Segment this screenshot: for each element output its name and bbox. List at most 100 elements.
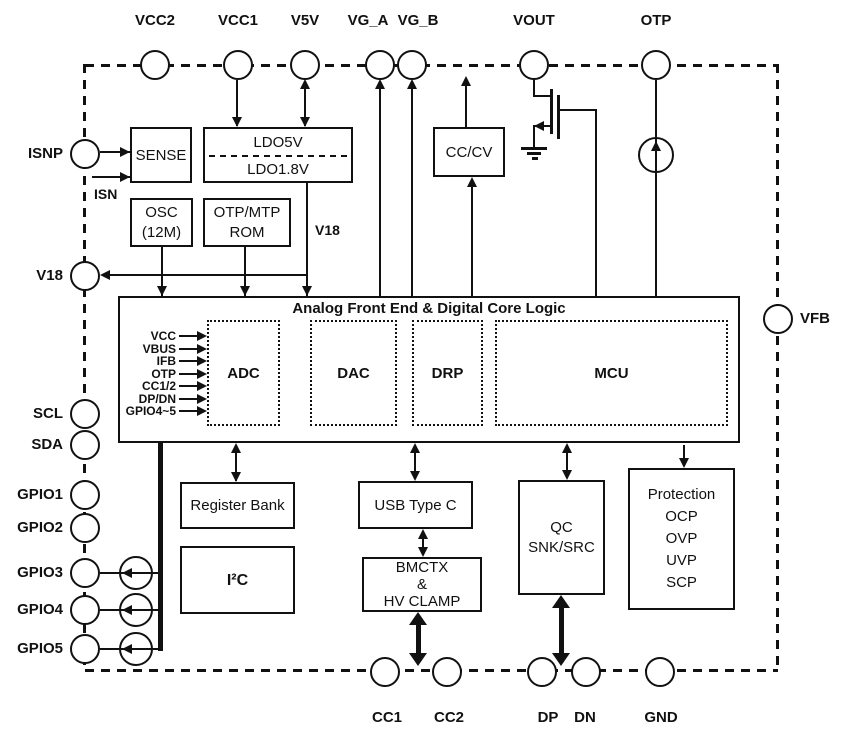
wire-core-qc — [566, 445, 568, 478]
pin-label-gpio3: GPIO3 — [17, 564, 63, 581]
osc-label-line2: (12M) — [141, 223, 182, 241]
pin-gpio4 — [70, 595, 100, 625]
wire-adc-dpdn — [179, 398, 201, 400]
arrow-qc-dp-up — [552, 595, 570, 608]
pin-gpio1 — [70, 480, 100, 510]
arrow-adc-cc12 — [197, 381, 207, 391]
protection-label: Protection — [647, 486, 716, 503]
adc-input-ifb: IFB — [156, 354, 176, 368]
cccv-block: CC/CV — [433, 127, 505, 177]
pin-label-gpio2: GPIO2 — [17, 519, 63, 536]
register-bank-label: Register Bank — [190, 497, 285, 514]
wire-gate-core — [595, 109, 597, 296]
usb-type-c-label: USB Type C — [374, 496, 457, 514]
i2c-block: I²C — [180, 546, 295, 614]
afe-core-title: Analog Front End & Digital Core Logic — [292, 300, 566, 317]
wire-adc-vcc — [179, 335, 201, 337]
otp-mtp-rom-block: OTP/MTP ROM — [203, 198, 291, 247]
pin-gpio3 — [70, 558, 100, 588]
wire-isnp-sense — [100, 151, 130, 153]
pin-label-gpio1: GPIO1 — [17, 486, 63, 503]
pin-label-vout: VOUT — [513, 12, 555, 29]
drp-block: DRP — [412, 320, 483, 426]
pin-label-v5v: V5V — [290, 12, 320, 29]
pin-cc2 — [432, 657, 462, 687]
pin-label-dp: DP — [537, 709, 559, 726]
osc-label-line1: OSC — [145, 203, 178, 221]
ldo5v-label: LDO5V — [253, 133, 303, 151]
pin-dp — [527, 657, 557, 687]
wire-core-register-bank — [235, 445, 237, 481]
mosfet-gate-bar — [557, 95, 560, 139]
pin-vcc1 — [223, 50, 253, 80]
pin-label-vcc1: VCC1 — [217, 12, 258, 29]
arrow-qc-dp-down — [552, 653, 570, 666]
mosfet-drain-wire — [533, 78, 535, 97]
qc-label-line2: SNK/SRC — [528, 538, 595, 556]
adc-block: ADC — [207, 320, 280, 426]
arrow-v18-pin — [100, 270, 110, 280]
mcu-label: MCU — [594, 364, 629, 382]
adc-input-gpio45: GPIO4~5 — [125, 404, 176, 418]
pin-cc1 — [370, 657, 400, 687]
arrow-gpio4 — [122, 605, 132, 615]
arrow-vga — [375, 79, 385, 89]
arrow-core-cccv — [467, 177, 477, 187]
pin-label-gpio5: GPIO5 — [17, 640, 63, 657]
arrow-usb-bmctx-up — [418, 529, 428, 539]
pin-label-dn: DN — [574, 709, 596, 726]
wire-rom-core — [244, 247, 246, 296]
bmctx-hv-clamp-block: BMCTX & HV CLAMP — [362, 557, 482, 612]
pin-v18 — [70, 261, 100, 291]
adc-input-otp: OTP — [151, 367, 176, 381]
net-label-v18: V18 — [315, 222, 340, 238]
sense-label: SENSE — [135, 146, 187, 164]
rom-label-line1: OTP/MTP — [213, 203, 281, 221]
mosfet-drain-lead — [533, 95, 553, 97]
wire-bmctx-cc-pins — [416, 620, 421, 658]
arrow-rom-core — [240, 286, 250, 296]
mcu-block: MCU — [495, 320, 728, 426]
arrow-usb-up — [410, 443, 420, 453]
wire-vcc1-ldo — [236, 80, 238, 126]
arrow-cccv-vbus — [461, 76, 471, 86]
dac-block: DAC — [310, 320, 397, 426]
qc-snk-src-block: QC SNK/SRC — [518, 480, 605, 595]
gpio-bus — [158, 443, 163, 651]
rom-label-line2: ROM — [229, 223, 265, 241]
chip-boundary-left — [83, 64, 86, 672]
wire-qc-dp-dn-pins — [559, 603, 564, 655]
pin-label-vg-b: VG_B — [397, 12, 439, 29]
arrow-core-protection — [679, 458, 689, 468]
arrow-v5v-down — [300, 117, 310, 127]
ground-symbol — [521, 147, 547, 150]
arrow-adc-gpio45 — [197, 406, 207, 416]
pin-label-gnd: GND — [644, 709, 678, 726]
arrow-adc-vbus — [197, 344, 207, 354]
mosfet-channel-bar — [550, 89, 553, 134]
pin-v5v — [290, 50, 320, 80]
pin-label-otp: OTP — [640, 12, 672, 29]
wire-otp-core — [655, 80, 657, 296]
arrow-adc-dpdn — [197, 394, 207, 404]
wire-v5v-ldo — [304, 82, 306, 126]
arrow-bmctx-cc-down — [409, 653, 427, 666]
protection-ocp-label: OCP — [665, 508, 698, 525]
wire-vga — [379, 82, 381, 296]
bmctx-label-line2: & — [416, 576, 427, 593]
wire-core-usb — [414, 445, 416, 479]
pin-label-scl: SCL — [33, 405, 63, 422]
pin-dn — [571, 657, 601, 687]
usb-type-c-block: USB Type C — [358, 481, 473, 529]
adc-input-cc12: CC1/2 — [141, 379, 176, 393]
wire-adc-otp — [179, 373, 201, 375]
pin-label-sda: SDA — [31, 436, 63, 453]
pin-otp — [641, 50, 671, 80]
mosfet-source-wire — [533, 125, 535, 148]
arrow-vgb — [407, 79, 417, 89]
ldo-block: LDO5V LDO1.8V — [203, 127, 353, 183]
arrow-adc-otp — [197, 369, 207, 379]
osc-block: OSC (12M) — [130, 198, 193, 247]
qc-label-line1: QC — [550, 518, 573, 536]
